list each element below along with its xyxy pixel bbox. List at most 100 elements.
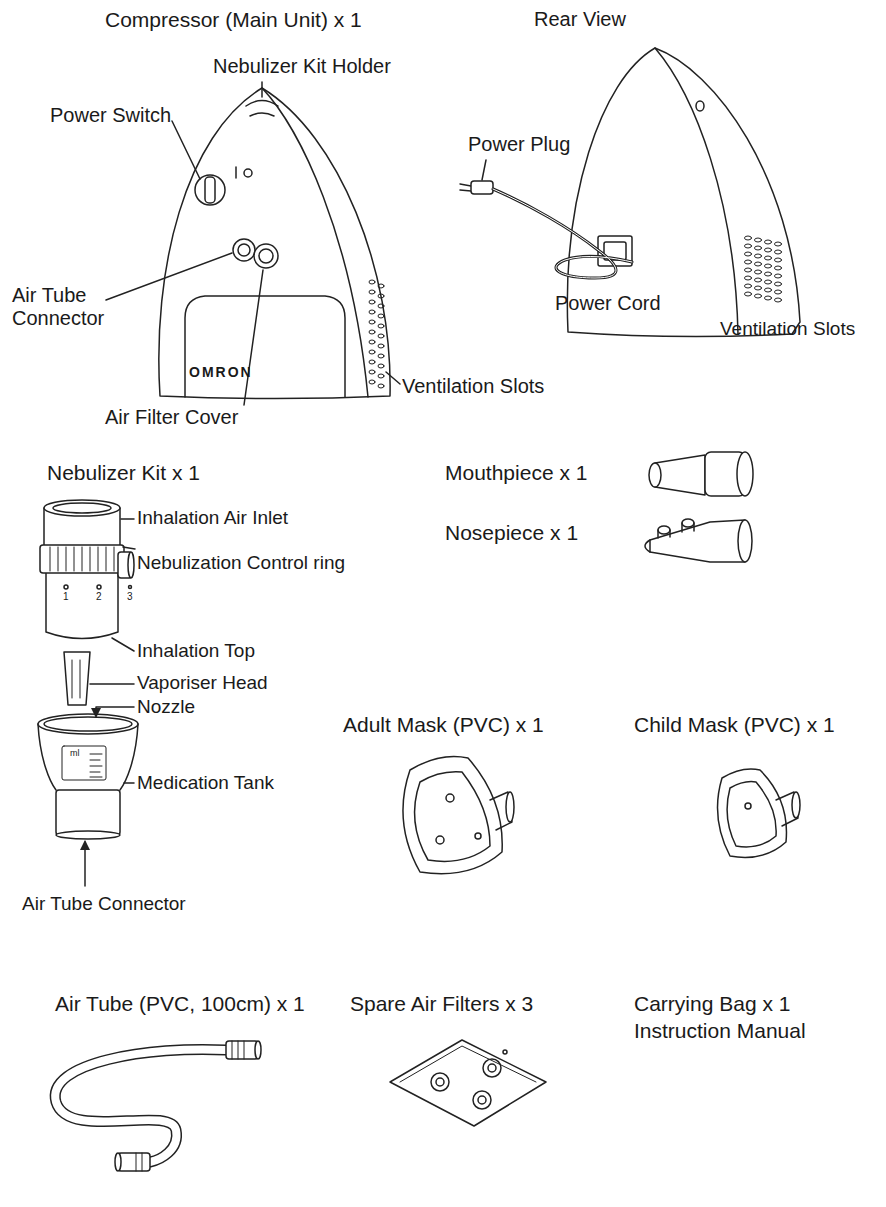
ventilation-slots-part <box>369 320 375 324</box>
part-heading: Mouthpiece x 1 <box>445 461 587 485</box>
ventilation-slots-part <box>745 292 752 296</box>
air-tube-part <box>115 1153 121 1171</box>
view-heading: Rear View <box>534 8 626 31</box>
ventilation-slots-part <box>765 280 772 284</box>
nebulizer-kit-part <box>72 660 80 698</box>
nebulizer-kit-part <box>53 503 111 513</box>
ventilation-slots-part <box>775 250 782 254</box>
spare-filters-part <box>478 1096 486 1104</box>
ventilation-slots-part <box>369 340 375 344</box>
mouthpiece-part <box>649 463 661 487</box>
nebulizer-kit-part <box>64 585 68 589</box>
adult-mask-part <box>436 836 444 844</box>
air-tube <box>55 1041 261 1171</box>
ventilation-slots-part <box>378 344 384 348</box>
ventilation-slots-part <box>775 290 782 294</box>
ventilation-slots-part <box>369 360 375 364</box>
mouthpiece <box>649 452 753 496</box>
compressor-rear-part <box>471 181 493 194</box>
ventilation-slots-part <box>745 268 752 272</box>
compressor-front-part <box>233 239 255 261</box>
adult-mask-part <box>506 792 514 822</box>
ventilation-slots-part <box>775 266 782 270</box>
leader-lines-part <box>386 372 400 384</box>
compressor-rear-part <box>460 184 471 186</box>
leader-lines-part <box>244 270 263 405</box>
ventilation-slots-part <box>369 290 375 294</box>
ventilation-slots <box>369 280 384 388</box>
part-heading: Nebulizer Kit x 1 <box>47 461 200 485</box>
nebulizer-kit-part <box>128 552 134 578</box>
ventilation-slots-part <box>765 272 772 276</box>
nebulizer-kit-part <box>90 754 102 777</box>
dial-number: 1 <box>63 591 69 603</box>
leader-lines-part <box>261 82 263 97</box>
ventilation-slots-part <box>369 310 375 314</box>
adult-mask-part <box>415 772 490 862</box>
ventilation-slots-part <box>775 258 782 262</box>
part-label: Power Switch <box>50 104 171 127</box>
ventilation-slots-part <box>765 288 772 292</box>
adult-mask-part <box>475 833 481 839</box>
compressor-front-part <box>205 177 215 203</box>
part-heading: Carrying Bag x 1 <box>634 992 790 1016</box>
ventilation-slots-part <box>755 278 762 282</box>
ventilation-slots-part <box>755 246 762 250</box>
compressor-front-part <box>238 244 250 256</box>
scale-unit: ml <box>70 748 80 758</box>
kit-leader-lines-part <box>96 707 134 716</box>
ventilation-slots-part <box>755 238 762 242</box>
mouthpiece-part <box>655 455 705 495</box>
ventilation-slots-part <box>745 244 752 248</box>
child-mask-part <box>718 769 787 857</box>
ventilation-slots-part <box>378 374 384 378</box>
nebulizer-kit <box>38 500 138 839</box>
child-mask <box>718 769 801 857</box>
mouthpiece-part <box>737 452 753 496</box>
air-tube-part <box>232 1041 244 1059</box>
spare-filters-part <box>488 1064 496 1072</box>
part-label: Inhalation Air Inlet <box>137 507 288 529</box>
adult-mask-part <box>446 794 454 802</box>
kit-leader-lines <box>85 519 135 886</box>
part-heading: Adult Mask (PVC) x 1 <box>343 713 544 737</box>
ventilation-slots-part <box>369 300 375 304</box>
ventilation-slots-part <box>775 298 782 302</box>
spare-filters-part <box>431 1073 449 1091</box>
ventilation-slots-part <box>378 324 384 328</box>
air-tube-part <box>255 1041 261 1059</box>
part-heading: Nosepiece x 1 <box>445 521 578 545</box>
adult-mask <box>403 757 514 874</box>
ventilation-slots-part <box>765 296 772 300</box>
spare-filters-part <box>436 1078 444 1086</box>
part-label: Nebulizer Kit Holder <box>213 55 391 78</box>
ventilation-slots-part <box>765 264 772 268</box>
ventilation-slots-part <box>369 280 375 284</box>
compressor-rear <box>460 48 800 337</box>
compressor-front-part <box>185 296 345 397</box>
kit-leader-lines-part <box>124 782 134 784</box>
nosepiece-part <box>738 520 752 562</box>
brand-logo: OMRON <box>189 364 253 380</box>
compressor-rear-part <box>493 189 632 278</box>
nebulizer-kit-part <box>56 790 120 835</box>
part-label: Nozzle <box>137 696 195 718</box>
part-heading: Air Tube (PVC, 100cm) x 1 <box>55 992 305 1016</box>
part-heading: Compressor (Main Unit) x 1 <box>105 8 362 32</box>
compressor-front <box>159 88 390 399</box>
dial-number: 2 <box>96 591 102 603</box>
ventilation-slots-part <box>775 274 782 278</box>
spare-filters-part <box>473 1091 491 1109</box>
part-heading: Instruction Manual <box>634 1019 806 1043</box>
nebulizer-kit-part <box>44 500 120 516</box>
kit-leader-lines-part <box>123 547 135 549</box>
ventilation-slots-part <box>745 276 752 280</box>
nebulizer-kit-part <box>40 545 124 573</box>
compressor-front-part <box>159 88 390 399</box>
nosepiece-part <box>658 526 670 534</box>
part-label: Ventilation Slots <box>402 375 544 398</box>
part-heading: Spare Air Filters x 3 <box>350 992 533 1016</box>
nebulizer-kit-part <box>50 547 114 571</box>
ventilation-slots-part <box>378 364 384 368</box>
